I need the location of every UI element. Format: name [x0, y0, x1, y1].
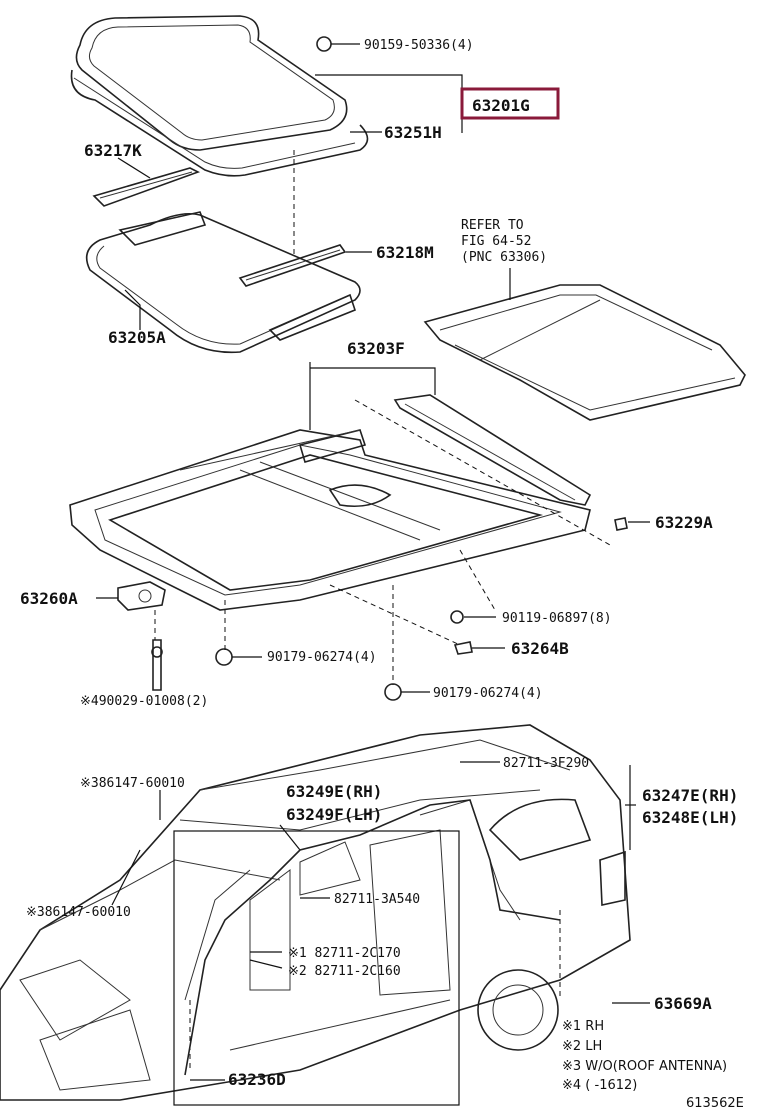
- sunshade-panel[interactable]: [423, 284, 746, 421]
- part-label-90179-06274-a[interactable]: 90179-06274(4): [267, 650, 377, 665]
- note-rh: ※1 RH: [562, 1019, 604, 1034]
- part-label-86147-60010-a[interactable]: ※386147-60010: [80, 776, 185, 791]
- detail-inset-frame: [173, 830, 460, 1106]
- drain-strip-63218m[interactable]: [238, 244, 347, 287]
- part-label-63247e[interactable]: 63247E(RH): [642, 786, 738, 805]
- part-label-63669a[interactable]: 63669A: [654, 994, 712, 1013]
- refer-line-3: (PNC 63306): [461, 250, 547, 265]
- figure-id: 613562E: [686, 1096, 744, 1111]
- part-label-86147-60010-b[interactable]: ※386147-60010: [26, 905, 131, 920]
- part-label-63236d[interactable]: 63236D: [228, 1070, 286, 1089]
- part-label-63201g[interactable]: 63201G: [472, 96, 530, 115]
- part-label-82711-3a540[interactable]: 82711-3A540: [334, 892, 420, 907]
- sunroof-glass[interactable]: [70, 15, 369, 177]
- part-label-63205a[interactable]: 63205A: [108, 328, 166, 347]
- part-label-82711-3f290[interactable]: 82711-3F290: [503, 756, 589, 771]
- part-label-63217k[interactable]: 63217K: [84, 141, 142, 160]
- deflector-strip-63217k[interactable]: [92, 167, 201, 207]
- sunroof-motor-63260a[interactable]: [117, 581, 166, 611]
- part-label-82711-2c160[interactable]: ※2 82711-2C160: [288, 964, 401, 979]
- part-labels: 90159-50336(4) 63201G 63251H 63217K 6321…: [20, 38, 738, 1089]
- sunroof-housing-frame[interactable]: [69, 394, 592, 611]
- refer-line-1: REFER TO: [461, 218, 524, 233]
- part-label-90119-06897[interactable]: 90119-06897(8): [502, 611, 612, 626]
- part-label-63249e[interactable]: 63249E(RH): [286, 782, 382, 801]
- part-label-63264b[interactable]: 63264B: [511, 639, 569, 658]
- footnotes: ※1 RH ※2 LH ※3 W/O(ROOF ANTENNA) ※4 ( -1…: [562, 1019, 744, 1111]
- note-antenna: ※3 W/O(ROOF ANTENNA): [562, 1059, 727, 1074]
- part-label-63203f[interactable]: 63203F: [347, 339, 405, 358]
- part-label-63260a[interactable]: 63260A: [20, 589, 78, 608]
- part-label-63248e[interactable]: 63248E(LH): [642, 808, 738, 827]
- refer-line-2: FIG 64-52: [461, 234, 531, 249]
- antenna-cable[interactable]: [184, 799, 561, 1076]
- note-lh: ※2 LH: [562, 1039, 602, 1054]
- part-label-90159-50336[interactable]: 90159-50336(4): [364, 38, 474, 53]
- part-label-63249f[interactable]: 63249F(LH): [286, 805, 382, 824]
- part-label-63218m[interactable]: 63218M: [376, 243, 434, 262]
- part-label-90029-01008[interactable]: ※490029-01008(2): [80, 694, 208, 709]
- note-date: ※4 ( -1612): [562, 1078, 637, 1093]
- part-label-63251h[interactable]: 63251H: [384, 123, 442, 142]
- highlight-box: [460, 87, 560, 120]
- part-label-82711-2c170[interactable]: ※1 82711-2C170: [288, 946, 401, 961]
- dashed-guides: [154, 150, 611, 1070]
- part-label-63229a[interactable]: 63229A: [655, 513, 713, 532]
- part-label-90179-06274-b[interactable]: 90179-06274(4): [433, 686, 543, 701]
- weatherstrip-63205a[interactable]: [85, 211, 361, 354]
- leader-lines: [96, 43, 650, 1081]
